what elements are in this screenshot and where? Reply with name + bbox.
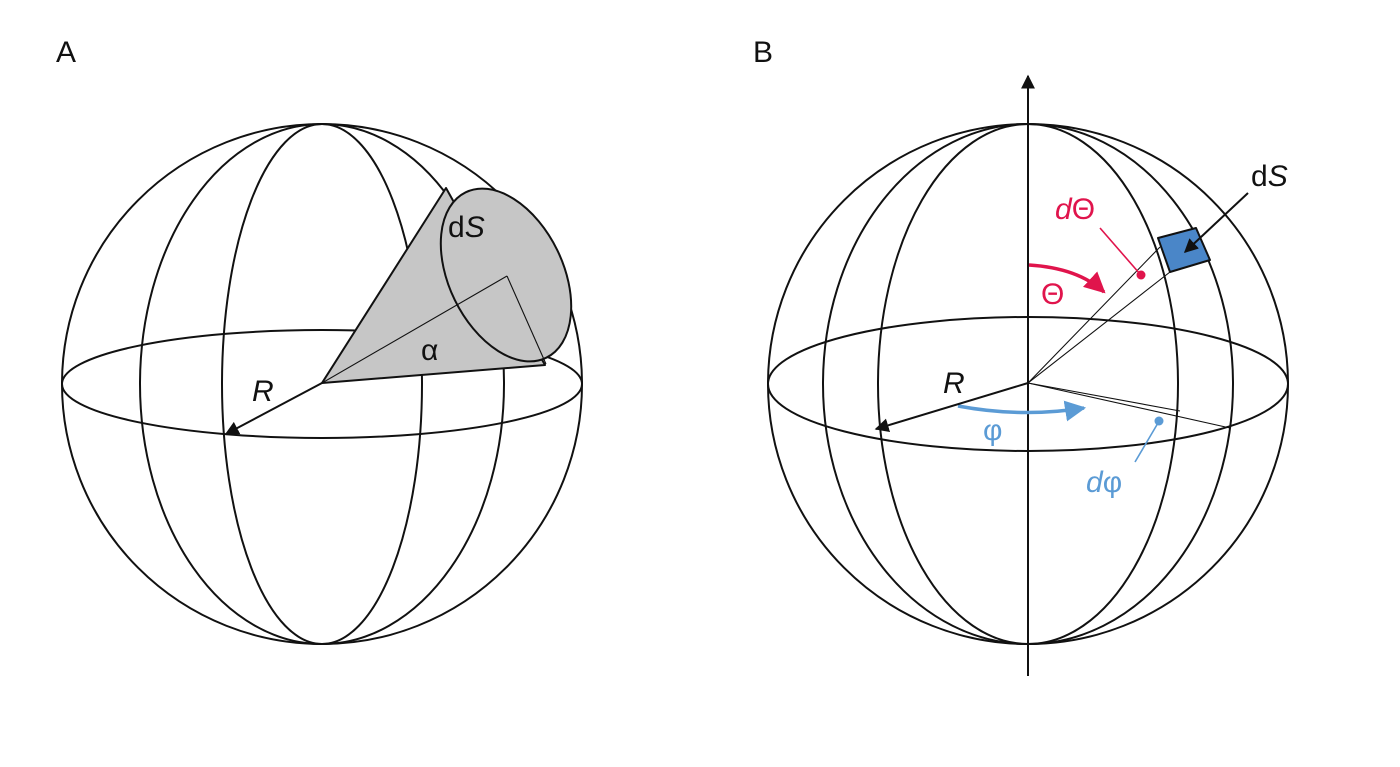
panel-b-ds-var: S xyxy=(1268,160,1288,193)
panel-a-ds-var: S xyxy=(465,211,485,244)
panel-b-theta-label: Θ xyxy=(1041,278,1064,311)
panel-b-ds-label: dS xyxy=(1251,160,1288,193)
panel-b-dphi-prefix: d xyxy=(1086,466,1104,499)
panel-a: A R dS α xyxy=(56,36,583,645)
panel-b-dphi-leader xyxy=(1134,422,1159,463)
panel-b-meridian-outer xyxy=(822,123,1234,645)
panel-a-radius-label: R xyxy=(252,375,274,408)
panel-b-phi-arc xyxy=(957,400,1087,422)
panel-b-dtheta-var: Θ xyxy=(1072,193,1095,226)
panel-b-equator-ray-1 xyxy=(1027,382,1181,412)
panel-b-dtheta-dot xyxy=(1136,270,1146,280)
panel-a-ds-label: dS xyxy=(448,211,485,244)
panel-b-phi-label: φ xyxy=(983,414,1002,447)
panel-a-label: A xyxy=(56,36,76,69)
panel-b-dphi-var: φ xyxy=(1103,466,1122,499)
panel-b-dphi-dot xyxy=(1154,416,1164,426)
panel-a-equator xyxy=(61,329,583,439)
panel-b: B R dS Θ dΘ xyxy=(753,36,1289,676)
panel-b-label: B xyxy=(753,36,773,69)
panel-b-radius-arrow xyxy=(874,382,1029,433)
panel-a-cone-base xyxy=(439,187,573,363)
panel-b-ray-2 xyxy=(1027,271,1171,384)
panel-b-equator xyxy=(767,316,1289,452)
panel-a-alpha-label: α xyxy=(421,334,438,367)
panel-b-radius-label: R xyxy=(943,367,965,400)
panel-a-radius-arrow xyxy=(224,382,323,435)
panel-a-cone-radius xyxy=(506,275,547,365)
panel-b-dphi-label: dφ xyxy=(1086,466,1122,499)
panel-a-ds-prefix: d xyxy=(448,211,465,244)
panel-b-dtheta-prefix: d xyxy=(1055,193,1073,226)
panel-b-equator-ray-2 xyxy=(1027,382,1231,429)
panel-b-ds-prefix: d xyxy=(1251,160,1268,193)
panel-b-ray-1 xyxy=(1027,246,1161,384)
panel-b-theta-arc xyxy=(1028,263,1106,294)
panel-b-ds-arrow xyxy=(1183,192,1249,253)
panel-b-dtheta-leader xyxy=(1099,227,1141,275)
panel-a-meridian-inner xyxy=(221,123,423,645)
panel-b-dtheta-label: dΘ xyxy=(1055,193,1095,226)
panel-a-cone-axis xyxy=(321,275,508,384)
